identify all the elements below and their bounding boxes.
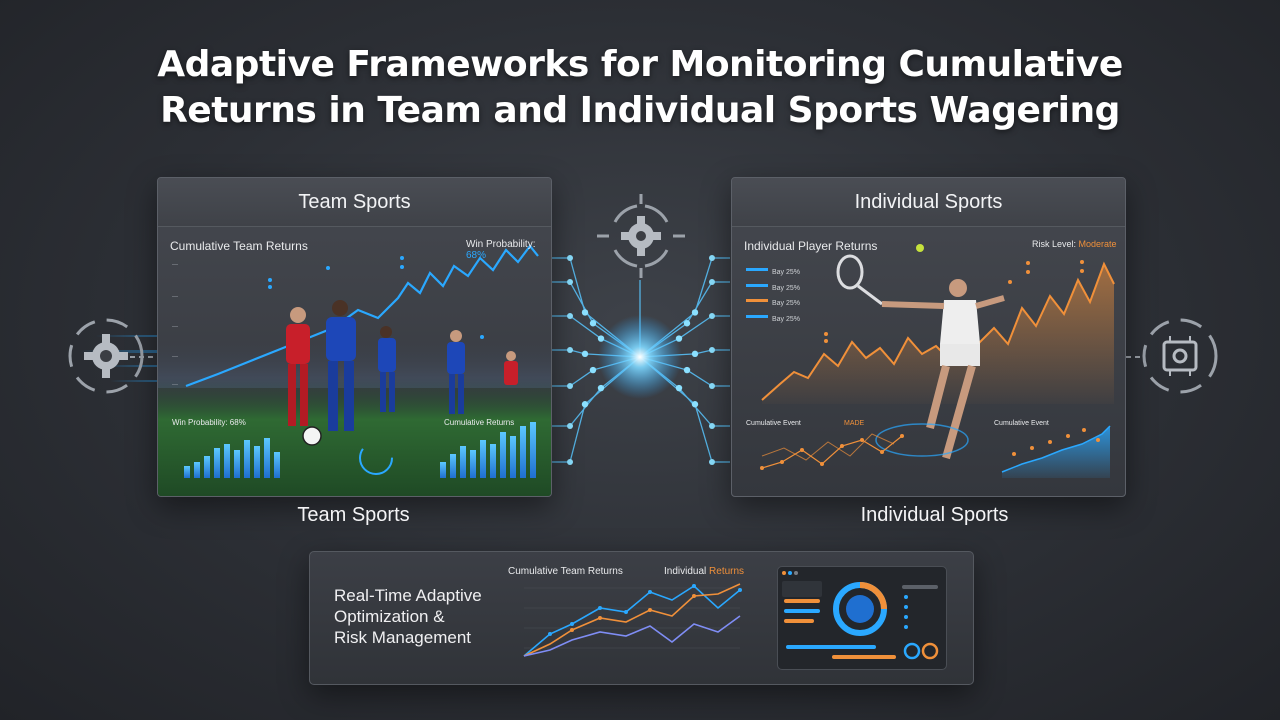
caption-line-2: Optimization & xyxy=(334,607,445,626)
caption-line-1: Real-Time Adaptive xyxy=(334,586,482,605)
risk-level-value: Moderate xyxy=(1078,239,1117,249)
gear-cycle-icon-left xyxy=(68,318,144,394)
individual-sports-panel: Individual Sports xyxy=(731,177,1126,497)
individual-lower-right-title: Cumulative Event xyxy=(994,420,1049,427)
tennis-player-illustration xyxy=(836,244,1005,460)
individual-lower-left-title: Cumulative Event xyxy=(746,420,801,427)
svg-text:—: — xyxy=(172,382,178,388)
chip-cycle-icon-right xyxy=(1142,318,1218,394)
win-probability-value: 68% xyxy=(466,250,487,261)
bottom-chart-title-right: Individual Returns xyxy=(664,566,744,577)
page-title-line-1: Adaptive Frameworks for Monitoring Cumul… xyxy=(157,44,1123,85)
individual-lower-right-chart xyxy=(1001,425,1111,478)
win-probability-label: Win Probability: xyxy=(466,239,536,250)
svg-text:—: — xyxy=(172,354,178,360)
optimization-caption: Real-Time Adaptive Optimization & Risk M… xyxy=(334,585,482,648)
team-bar-chart-right xyxy=(440,422,536,478)
page-title: Adaptive Frameworks for Monitoring Cumul… xyxy=(0,42,1280,134)
svg-text:—: — xyxy=(172,324,178,330)
risk-level-label: Risk Level: xyxy=(1032,239,1079,249)
individual-panel-graphics xyxy=(746,244,1115,478)
players-illustration xyxy=(286,300,518,446)
legend-item: Bay 25% xyxy=(772,269,801,276)
team-lower-left-title: Win Probability: 68% xyxy=(172,418,246,427)
team-sports-panel: Team Sports — — — — — xyxy=(157,177,552,497)
caption-line-3: Risk Management xyxy=(334,628,472,647)
risk-level: Risk Level: Moderate xyxy=(1032,239,1117,249)
legend-item: Bay 25% xyxy=(772,284,801,292)
individual-legend: Bay 25% Bay 25% Bay 25% Bay 25% xyxy=(772,265,800,327)
bottom-line-chart xyxy=(523,583,742,657)
mini-dashboard xyxy=(777,566,947,670)
svg-text:—: — xyxy=(172,294,178,300)
mini-dashboard-graphics xyxy=(782,571,939,660)
individual-sports-label: Individual Sports xyxy=(860,504,1009,526)
svg-text:—: — xyxy=(172,262,178,268)
legend-item: Bay 25% xyxy=(772,300,801,307)
team-lower-right-title: Cumulative Returns xyxy=(444,418,515,427)
team-win-probability: Win Probability: 68% xyxy=(466,239,551,261)
title-part-b: Returns xyxy=(709,566,745,577)
team-panel-graphics: — — — — — xyxy=(158,244,551,496)
team-bar-chart-left xyxy=(184,438,280,478)
gear-cycle-icon-center xyxy=(597,194,685,278)
bottom-chart-title-left: Cumulative Team Returns xyxy=(508,566,623,577)
individual-lower-left-chart xyxy=(760,433,904,470)
title-part-a: Individual xyxy=(664,566,710,577)
team-panel-header: Team Sports xyxy=(158,178,551,227)
real-time-optimization-panel: Real-Time Adaptive Optimization & Risk M… xyxy=(309,551,974,685)
team-sports-label: Team Sports xyxy=(297,504,410,526)
individual-panel-header: Individual Sports xyxy=(732,178,1125,227)
individual-chart-title: Individual Player Returns xyxy=(744,239,878,253)
page-title-line-2: Returns in Team and Individual Sports Wa… xyxy=(160,90,1120,131)
team-chart-title: Cumulative Team Returns xyxy=(170,239,308,253)
individual-lower-left-badge: MADE xyxy=(844,420,865,427)
legend-item: Bay 25% xyxy=(772,315,801,323)
